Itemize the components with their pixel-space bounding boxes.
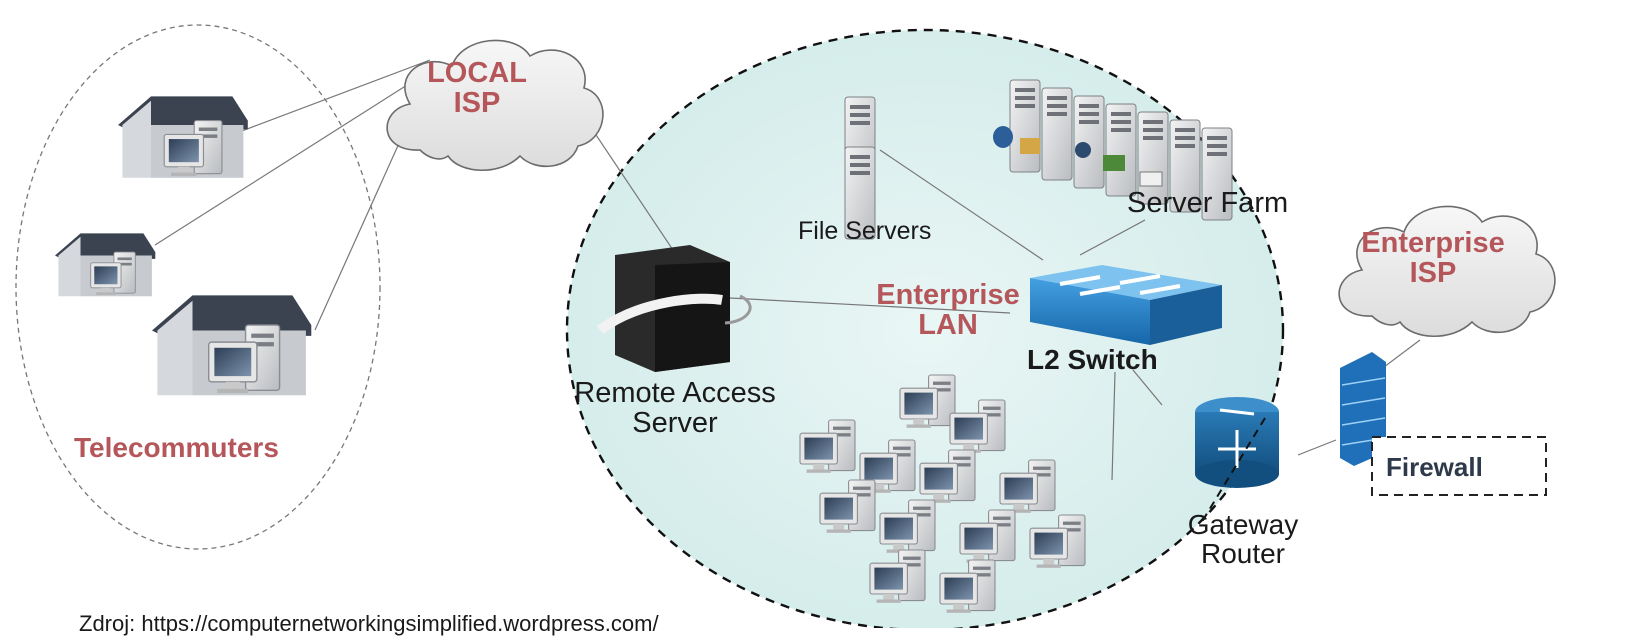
remote-access-server-label: Remote Access Server (574, 377, 776, 440)
remote-access-server-icon (597, 245, 752, 372)
telecommuters-label: Telecommuters (74, 432, 279, 463)
l2-switch-icon (1030, 265, 1222, 345)
local-isp-label: LOCAL ISP (427, 57, 527, 120)
gateway-router-label: Gateway Router (1187, 509, 1299, 570)
enterprise-isp-cloud-icon (1338, 205, 1556, 338)
gateway-router-icon (1195, 397, 1279, 526)
file-servers-label: File Servers (798, 217, 932, 245)
telecommuters-group-outline (15, 24, 381, 550)
telecommuter-home-3-icon (152, 295, 311, 395)
local-isp-cloud-icon (386, 39, 604, 172)
server-farm-label: Server Farm (1127, 187, 1289, 219)
firewall-label: Firewall (1386, 452, 1483, 482)
enterprise-isp-label: Enterprise ISP (1361, 227, 1505, 290)
connection-lines (154, 59, 1421, 481)
server-farm-icon (993, 79, 1233, 221)
firewall-label-box (1371, 436, 1547, 496)
enterprise-lan-label: Enterprise LAN (876, 279, 1020, 342)
source-credit: Zdroj: https://computernetworkingsimplif… (79, 611, 659, 636)
telecommuter-home-1-icon (118, 96, 248, 177)
telecommuter-home-2-icon (55, 233, 155, 296)
l2-switch-label: L2 Switch (1027, 344, 1158, 375)
